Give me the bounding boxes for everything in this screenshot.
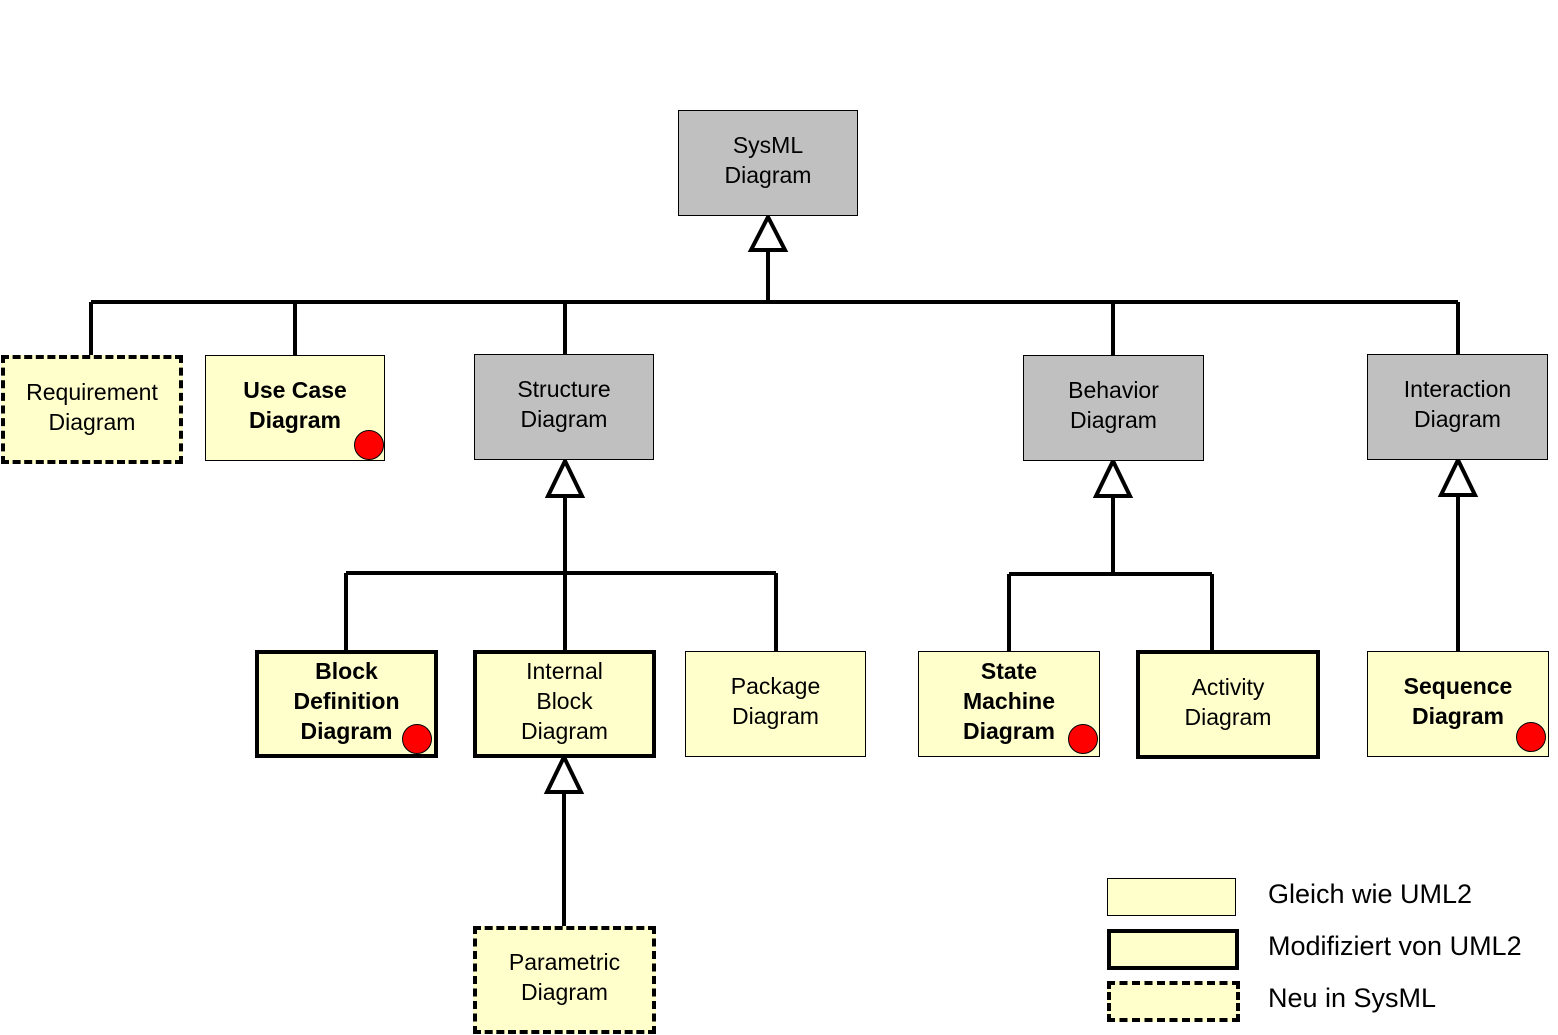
structure-diagram-box: Structure Diagram <box>474 354 654 460</box>
parametric-diagram-label: Parametric Diagram <box>508 949 621 1005</box>
generalization-arrow-internal-block <box>543 752 585 794</box>
behavior-diagram-box: Behavior Diagram <box>1023 355 1204 461</box>
use-case-diagram-label: Use Case Diagram <box>243 377 347 433</box>
legend-label-new: Neu in SysML <box>1268 983 1437 1013</box>
legend-swatch-same <box>1107 878 1236 916</box>
internal-block-diagram-label: Internal Block Diagram <box>521 658 608 744</box>
generalization-arrow-interaction <box>1437 455 1479 497</box>
block-definition-diagram-label: Block Definition Diagram <box>293 658 400 744</box>
behavior-diagram-label: Behavior Diagram <box>1068 377 1159 433</box>
package-diagram-box: Package Diagram <box>685 651 866 757</box>
state-machine-diagram-label: State Machine Diagram <box>962 658 1056 744</box>
activity-diagram-label: Activity Diagram <box>1184 673 1272 730</box>
use-case-diagram-box: Use Case Diagram <box>205 355 385 461</box>
interaction-diagram-label: Interaction Diagram <box>1403 376 1512 432</box>
sequence-diagram-label: Sequence Diagram <box>1403 673 1513 729</box>
package-diagram-label: Package Diagram <box>730 673 821 729</box>
generalization-arrow-behavior <box>1092 456 1134 498</box>
requirement-diagram-box: Requirement Diagram <box>1 355 183 464</box>
modified-marker-dot <box>1516 722 1546 752</box>
legend-label-same: Gleich wie UML2 <box>1268 879 1473 909</box>
interaction-diagram-box: Interaction Diagram <box>1367 354 1548 460</box>
legend-label-modified: Modifiziert von UML2 <box>1268 931 1522 961</box>
legend-swatch-modified <box>1107 929 1239 970</box>
modified-marker-dot <box>402 724 432 754</box>
structure-diagram-label: Structure Diagram <box>517 376 611 432</box>
modified-marker-dot <box>354 430 384 460</box>
generalization-arrow-root <box>747 212 789 252</box>
generalization-arrow-structure <box>544 456 586 498</box>
requirement-diagram-label: Requirement Diagram <box>26 378 158 435</box>
modified-marker-dot <box>1068 724 1098 754</box>
sysml-diagram-box: SysML Diagram <box>678 110 858 216</box>
parametric-diagram-box: Parametric Diagram <box>473 926 656 1034</box>
internal-block-diagram-box: Internal Block Diagram <box>473 650 656 758</box>
activity-diagram-box: Activity Diagram <box>1136 650 1320 759</box>
sysml-diagram-label: SysML Diagram <box>724 132 812 188</box>
legend-swatch-new <box>1107 981 1240 1022</box>
